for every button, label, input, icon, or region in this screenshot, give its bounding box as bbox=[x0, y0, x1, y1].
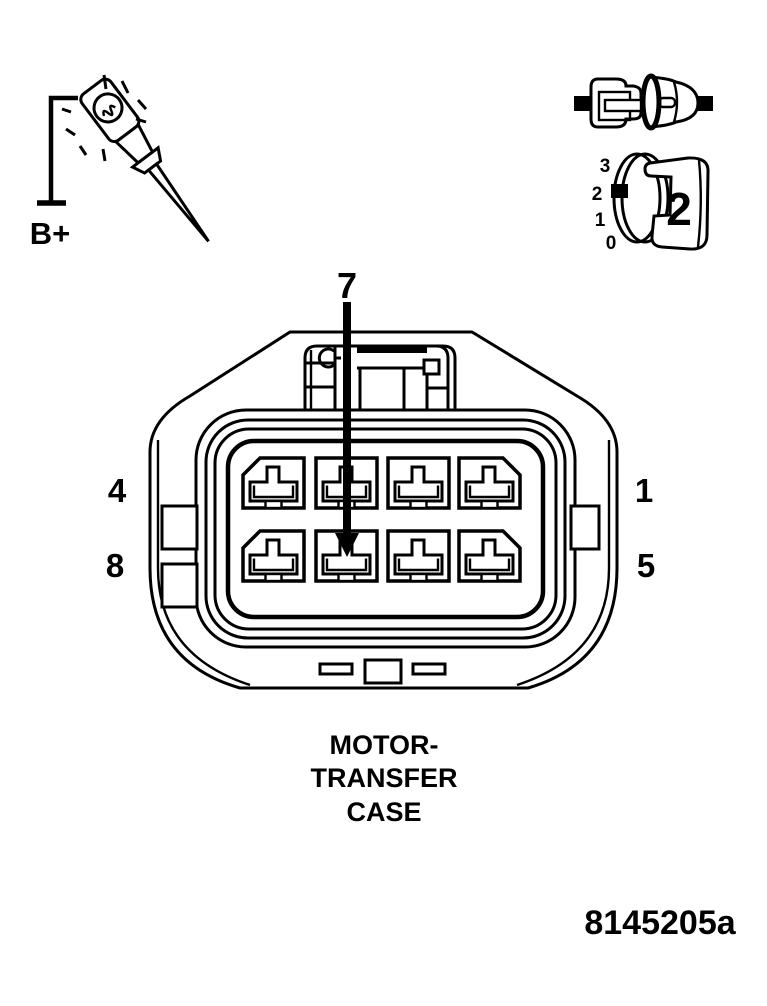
latch-tower bbox=[303, 344, 457, 411]
light-rays bbox=[61, 74, 148, 162]
battery-positive-label: B+ bbox=[30, 216, 71, 251]
dial-selected-label: 2 bbox=[666, 183, 692, 235]
terminal-cavity-3 bbox=[386, 456, 451, 510]
dial-tick-1: 1 bbox=[595, 210, 606, 231]
seal-ring-inner bbox=[213, 427, 558, 631]
connector-face-diagram: 7 4 8 1 5 MOTOR- TRANSFER CASE bbox=[106, 265, 655, 827]
filament-icon bbox=[102, 104, 116, 117]
figure-code: 8145205a bbox=[584, 904, 736, 942]
terminal-cavity-4 bbox=[457, 456, 522, 510]
bulb-icon bbox=[92, 92, 124, 124]
key-tab-left-upper bbox=[160, 504, 199, 551]
callout-7-label: 7 bbox=[337, 265, 357, 306]
key-tab-right bbox=[569, 504, 601, 551]
terminal-cavity-7 bbox=[386, 529, 451, 583]
wire-stub-right bbox=[698, 96, 713, 111]
caption-line-3: CASE bbox=[346, 797, 421, 827]
dial-tick-3: 3 bbox=[600, 156, 611, 177]
terminal-cavity-1 bbox=[241, 456, 306, 510]
connector-caption: MOTOR- TRANSFER CASE bbox=[311, 730, 458, 827]
terminal-pair-icon bbox=[574, 73, 713, 131]
latch-clip-icon bbox=[317, 347, 341, 369]
index-slot-left bbox=[318, 662, 354, 676]
caption-line-2: TRANSFER bbox=[311, 763, 458, 793]
dial-tick-2: 2 bbox=[592, 184, 603, 205]
terminal-ring bbox=[640, 73, 662, 131]
terminal-cavity-5 bbox=[241, 529, 306, 583]
caption-line-1: MOTOR- bbox=[330, 730, 439, 760]
index-slot-center bbox=[363, 658, 403, 685]
dial-knob bbox=[643, 156, 710, 251]
terminal-cavity-8 bbox=[457, 529, 522, 583]
test-light-wire bbox=[48, 95, 78, 203]
pin-label-1: 1 bbox=[635, 472, 653, 509]
rotary-dial-icon: 3 2 1 0 2 bbox=[592, 152, 710, 254]
key-tab-left-lower bbox=[160, 562, 199, 609]
dial-pointer-mark bbox=[611, 184, 628, 198]
pin-label-5: 5 bbox=[637, 547, 655, 584]
wire-stub-left bbox=[574, 96, 592, 111]
probe-body bbox=[79, 77, 210, 243]
probe-needle bbox=[146, 161, 210, 243]
pin-label-8: 8 bbox=[106, 547, 124, 584]
dial-tick-0: 0 bbox=[606, 233, 617, 254]
seal-ring-middle bbox=[204, 418, 567, 640]
test-light-icon: B+ bbox=[30, 74, 210, 251]
callout-7-arrow bbox=[335, 302, 359, 557]
index-slot-right bbox=[411, 662, 447, 676]
pin-label-4: 4 bbox=[108, 472, 127, 509]
